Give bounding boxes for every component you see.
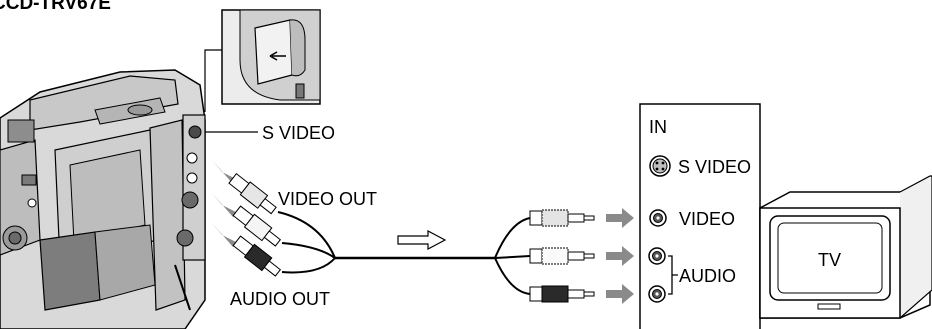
arrow-to-audio-jack-1 bbox=[212, 193, 238, 217]
camera-s-video-label: S VIDEO bbox=[262, 123, 335, 143]
audio-jack-l-icon bbox=[648, 247, 666, 265]
audio-bracket bbox=[668, 255, 678, 295]
arrow-to-tv-video bbox=[606, 208, 634, 228]
audio-white-plug bbox=[529, 247, 595, 265]
av-cable bbox=[277, 211, 531, 295]
camcorder-plugs bbox=[228, 173, 282, 277]
arrow-to-tv-audio-l bbox=[606, 246, 634, 266]
television: TV bbox=[759, 175, 932, 319]
arrow-to-video-jack bbox=[212, 160, 238, 184]
tv-input-panel: IN S VIDEO VIDEO AUD bbox=[639, 103, 761, 329]
s-video-jack-icon bbox=[649, 155, 671, 177]
video-plug bbox=[529, 209, 595, 227]
model-title: CCD-TRV67E bbox=[0, 0, 111, 14]
tv-side-plugs bbox=[529, 209, 595, 303]
tv-jack-arrows bbox=[606, 208, 634, 304]
arrow-to-audio-jack-2 bbox=[212, 223, 238, 247]
tv-video-label: VIDEO bbox=[679, 209, 735, 229]
audio-jack-r-icon bbox=[648, 285, 666, 303]
audio-red-plug bbox=[529, 285, 595, 303]
tv-audio-label: AUDIO bbox=[679, 266, 736, 286]
audio-out-label: AUDIO OUT bbox=[230, 289, 330, 309]
camcorder-illustration bbox=[0, 69, 206, 329]
tv-in-label: IN bbox=[649, 117, 667, 137]
video-jack-icon bbox=[649, 209, 667, 227]
video-out-label: VIDEO OUT bbox=[278, 189, 377, 209]
camcorder-jack-arrows bbox=[212, 160, 238, 247]
tv-s-video-label: S VIDEO bbox=[678, 157, 751, 177]
jack-cover-inset bbox=[204, 9, 321, 112]
signal-flow-arrow bbox=[397, 230, 447, 250]
arrow-to-tv-audio-r bbox=[606, 284, 634, 304]
tv-label: TV bbox=[818, 250, 841, 270]
